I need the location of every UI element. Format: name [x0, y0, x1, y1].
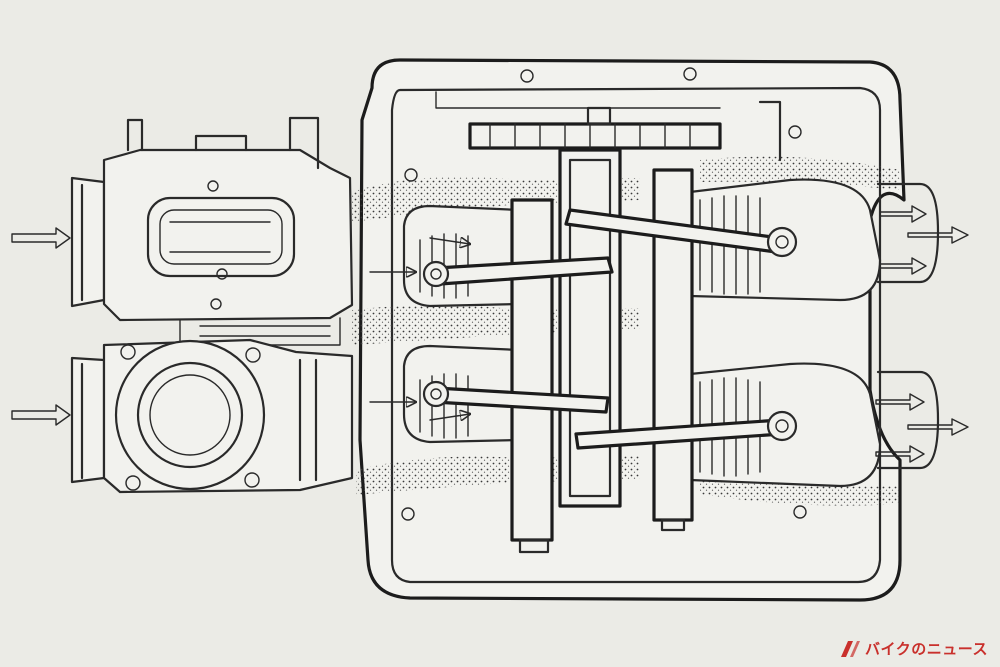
exhaust-arrow-icon	[875, 393, 925, 411]
exhaust-arrow-icon	[875, 445, 925, 463]
cam-sprocket	[468, 106, 722, 150]
flow-arrows	[369, 238, 470, 420]
exhaust-arrow-icon	[907, 226, 969, 244]
lower-carburetor	[70, 338, 354, 494]
rocker-arms	[422, 208, 798, 450]
watermark: バイクのニュース	[839, 638, 988, 659]
intake-arrows	[11, 227, 71, 426]
exhaust-arrows	[875, 205, 969, 463]
watermark-text: バイクのニュース	[865, 640, 988, 658]
intake-arrow-icon	[11, 404, 71, 426]
exhaust-arrow-icon	[907, 418, 969, 436]
brand-logo-icon	[841, 640, 861, 657]
camshafts	[510, 148, 694, 554]
exhaust-arrow-icon	[879, 205, 927, 223]
upper-carburetor	[70, 116, 354, 346]
intake-arrow-icon	[11, 227, 71, 249]
exhaust-arrow-icon	[879, 257, 927, 275]
